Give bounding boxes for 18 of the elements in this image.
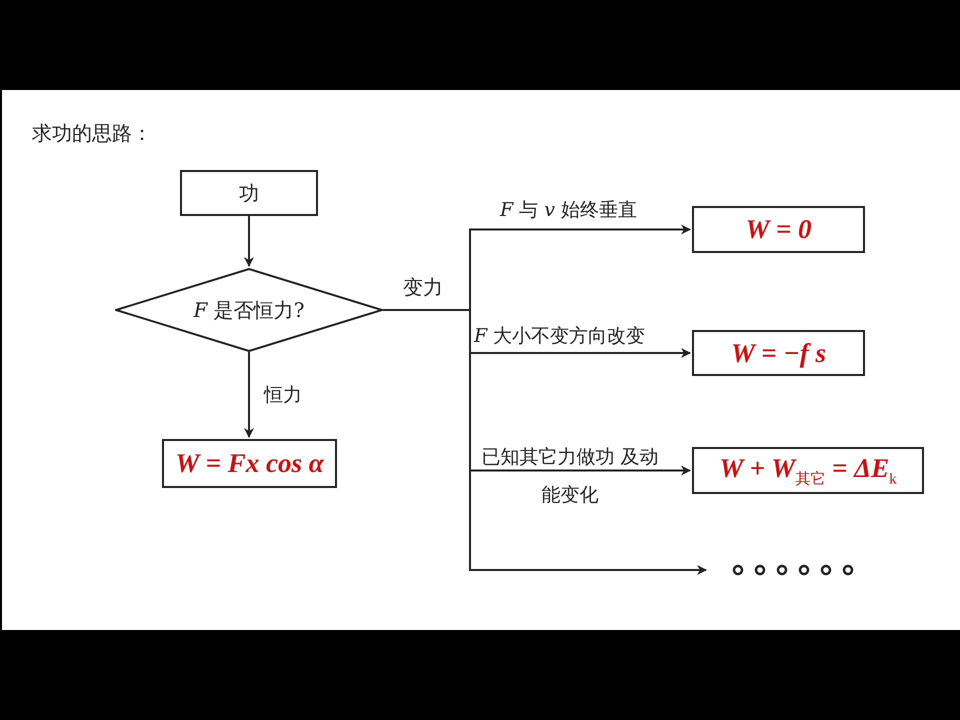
process-box — [180, 170, 318, 216]
arrow — [244, 352, 254, 438]
formula-box — [692, 447, 924, 494]
formula: W = −f s — [730, 338, 826, 368]
formula: W = Fx cos α — [175, 448, 324, 479]
arrow — [244, 216, 254, 267]
title: 求功的思路： — [32, 120, 152, 147]
formula-box — [692, 206, 865, 253]
node-text: F 是否恒力? — [194, 296, 304, 324]
formula: W = 0 — [746, 214, 812, 245]
formula: W + W$_{其它}$ = ΔE$_{k}$ — [719, 452, 897, 488]
ellipsis-dots — [730, 562, 856, 578]
edge-label: 已知其它力做功 及动能变化 — [480, 445, 660, 508]
branch-label: 变力 — [403, 274, 443, 301]
formula-box — [692, 330, 865, 376]
decision-diamond — [115, 268, 383, 352]
node-text: 功 — [239, 180, 259, 206]
formula-box — [162, 439, 337, 488]
